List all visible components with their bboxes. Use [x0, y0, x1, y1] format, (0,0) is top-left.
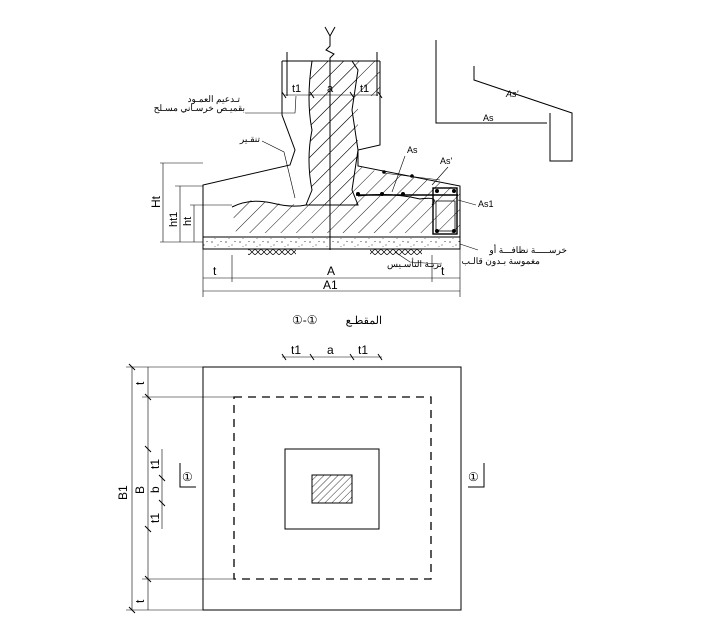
- plan-dim-B: B: [133, 486, 147, 494]
- plan-column-jacket: [284, 448, 380, 530]
- detail-label-As: As: [483, 113, 494, 123]
- dim-t-left: t: [213, 264, 217, 278]
- dim-A1: A1: [323, 278, 338, 292]
- label-As: As: [407, 145, 418, 155]
- plan-dim-B1: B1: [116, 485, 130, 500]
- plan-view: t1 a t1 B1 B t t1 b t1 t ① ①: [116, 343, 485, 614]
- section-cut-left: [179, 463, 196, 488]
- section-cut-right: [468, 463, 485, 488]
- plan-dim-t-top: t: [133, 381, 147, 385]
- section-marker: ①-①: [292, 313, 318, 327]
- leader-chipping: [261, 140, 296, 199]
- plan-dim-a: a: [327, 343, 334, 357]
- leader-As1: [457, 199, 477, 206]
- dim-a: a: [327, 83, 334, 95]
- label-As1: As1: [478, 199, 494, 209]
- detail-label-As-prime: As': [505, 89, 519, 99]
- soil-hatch-left: [248, 249, 296, 255]
- dim-A: A: [327, 264, 335, 278]
- plan-dim-t1-left: t1: [291, 343, 301, 357]
- leader-As: [391, 155, 406, 193]
- break-line-symbol: [324, 26, 336, 250]
- rebar-cage-As1: [432, 187, 458, 235]
- dim-ht1: ht1: [168, 212, 180, 227]
- plan-dim-t-bottom: t: [133, 599, 147, 603]
- section-caption: المقطـع: [346, 315, 382, 327]
- footing-outline-left: [202, 96, 296, 237]
- label-As-prime: As': [440, 156, 453, 166]
- plan-column-core: [311, 474, 353, 504]
- note-column-jacket-2: بقميـص خرسـاني مسـلح: [154, 103, 245, 114]
- detail-inner-bar: [473, 66, 573, 162]
- note-column-jacket-1: تـدعيم العمـود: [187, 94, 240, 105]
- section-view: t1 a t1 Ht ht1 ht t A t A1 As As' As1 تـ…: [149, 26, 567, 327]
- dim-t1-right: t1: [360, 83, 369, 95]
- rebar-dots: [356, 170, 456, 233]
- dim-t1-left: t1: [292, 83, 301, 95]
- leader-soil: [394, 251, 441, 265]
- plan-dim-t1-lower: t1: [148, 513, 162, 523]
- detail-outer-bar: [435, 40, 547, 124]
- leader-As-prime: [431, 166, 449, 186]
- rebar-stirrup: [435, 200, 456, 232]
- note-foundation-soil: تربـة التأسـيس: [387, 257, 443, 270]
- dim-ht: ht: [182, 217, 194, 226]
- old-footing-top-left: [231, 200, 307, 208]
- soil-hatch-right: [370, 249, 422, 255]
- leader-column-note: [245, 95, 297, 114]
- footing-outline-right: [357, 96, 461, 237]
- plan-dim-t1-right: t1: [358, 343, 368, 357]
- plan-marker-right: ①: [468, 470, 479, 484]
- plan-outer-footing: [202, 366, 462, 611]
- plan-dim-t1-upper: t1: [148, 459, 162, 469]
- plan-dim-top-ticks: [281, 353, 383, 361]
- note-chipping: تنقـير: [239, 134, 261, 145]
- lean-concrete-layer: [202, 236, 461, 250]
- plan-old-footing-dashed: [233, 396, 432, 580]
- column-core: [305, 60, 359, 206]
- leader-lean-concrete: [459, 243, 479, 251]
- note-lean-concrete-1: خرســـــة نظافـــة أو: [488, 243, 567, 256]
- dim-Ht: Ht: [149, 195, 163, 208]
- note-lean-concrete-2: مغموسة بـدون قالـب: [462, 256, 541, 267]
- plan-dim-b: b: [148, 486, 162, 493]
- plan-dim-left-ticks: [128, 363, 166, 614]
- plan-marker-left: ①: [182, 470, 193, 484]
- rebar-detail: As' As: [435, 40, 573, 162]
- dim-ticks-top: [281, 91, 383, 99]
- dim-t-right: t: [441, 264, 445, 278]
